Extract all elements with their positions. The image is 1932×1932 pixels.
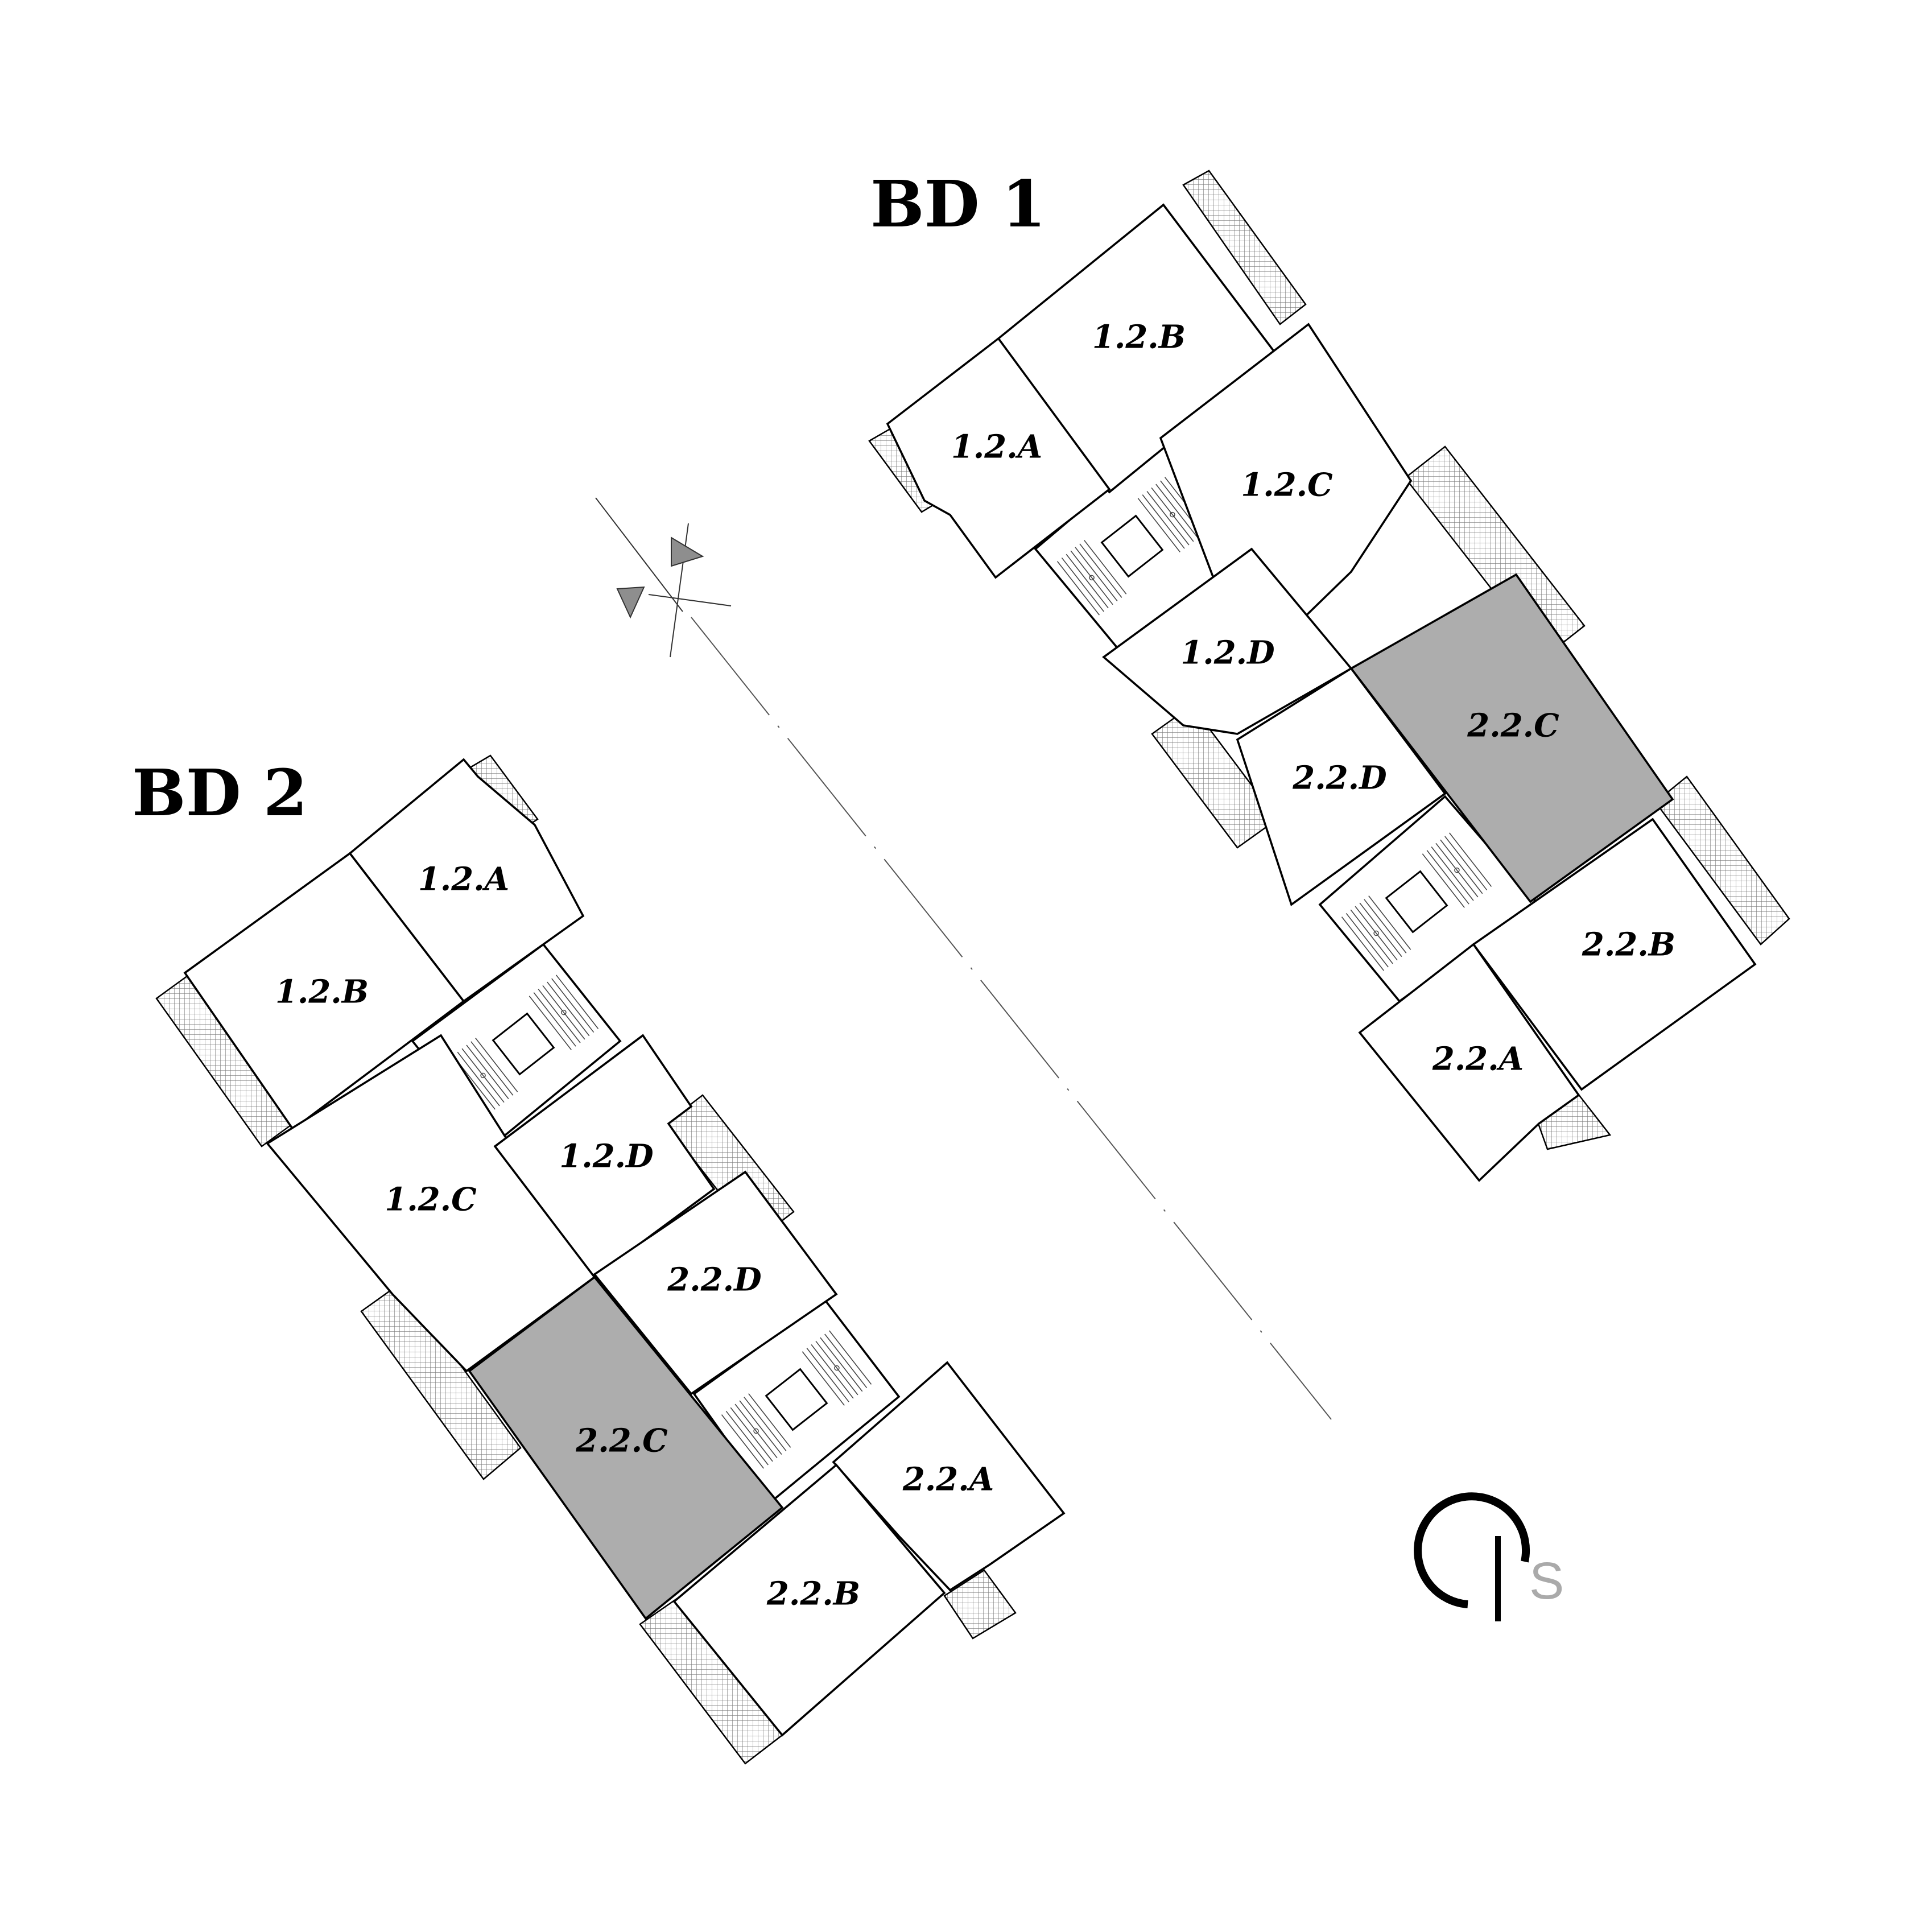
unit-2-2-b <box>1472 818 1757 1091</box>
center-axis-line <box>691 617 1332 1420</box>
unit-label: 1.2.A <box>951 428 1042 466</box>
ls-logo-icon: S <box>1414 1492 1564 1621</box>
unit-2-2-d <box>1236 667 1447 906</box>
unit-label: 1.2.C <box>385 1181 477 1219</box>
unit-label: 1.2.A <box>418 861 509 898</box>
balcony <box>360 1282 522 1480</box>
building-2: 1.2.A 1.2.B 1.2.C 1.2.D 2.2.D 2.2.C 2.2.… <box>155 754 1066 1765</box>
north-arrow-icon <box>595 497 732 658</box>
unit-label: 2.2.A <box>902 1461 994 1498</box>
unit-1-2-b <box>183 852 465 1131</box>
unit-label: 2.2.C <box>1467 707 1559 745</box>
unit-label: 1.2.C <box>1241 467 1333 504</box>
unit-label: 1.2.D <box>559 1138 654 1175</box>
unit-2-2-a <box>832 1361 1066 1592</box>
unit-2-2-d <box>593 1170 838 1396</box>
unit-label: 2.2.C <box>575 1422 668 1460</box>
building-title: BD 1 <box>870 167 1046 242</box>
unit-label: 1.2.D <box>1180 634 1275 672</box>
unit-label: 2.2.B <box>766 1575 860 1613</box>
logo-letter: S <box>1529 1552 1564 1610</box>
building-1: 1.2.B 1.2.A 1.2.C 1.2.D 2.2.C 2.2.D 2.2.… <box>868 170 1790 1182</box>
unit-2-2-a <box>1358 943 1580 1182</box>
unit-2-2-c[interactable] <box>1349 573 1674 903</box>
balcony <box>1182 170 1307 325</box>
unit-1-2-d <box>1102 547 1353 735</box>
unit-label: 2.2.D <box>1292 759 1387 797</box>
unit-2-2-b <box>672 1463 946 1737</box>
unit-2-2-c[interactable] <box>468 1275 784 1620</box>
building-title: BD 2 <box>132 756 308 831</box>
unit-1-2-a <box>886 337 1111 579</box>
balcony <box>943 1569 1017 1640</box>
balcony <box>1654 775 1790 946</box>
unit-label: 2.2.A <box>1432 1041 1524 1078</box>
unit-label: 2.2.B <box>1582 926 1675 964</box>
unit-label: 1.2.B <box>1092 319 1186 356</box>
unit-label: 1.2.B <box>275 973 369 1011</box>
unit-label: 2.2.D <box>667 1261 762 1299</box>
